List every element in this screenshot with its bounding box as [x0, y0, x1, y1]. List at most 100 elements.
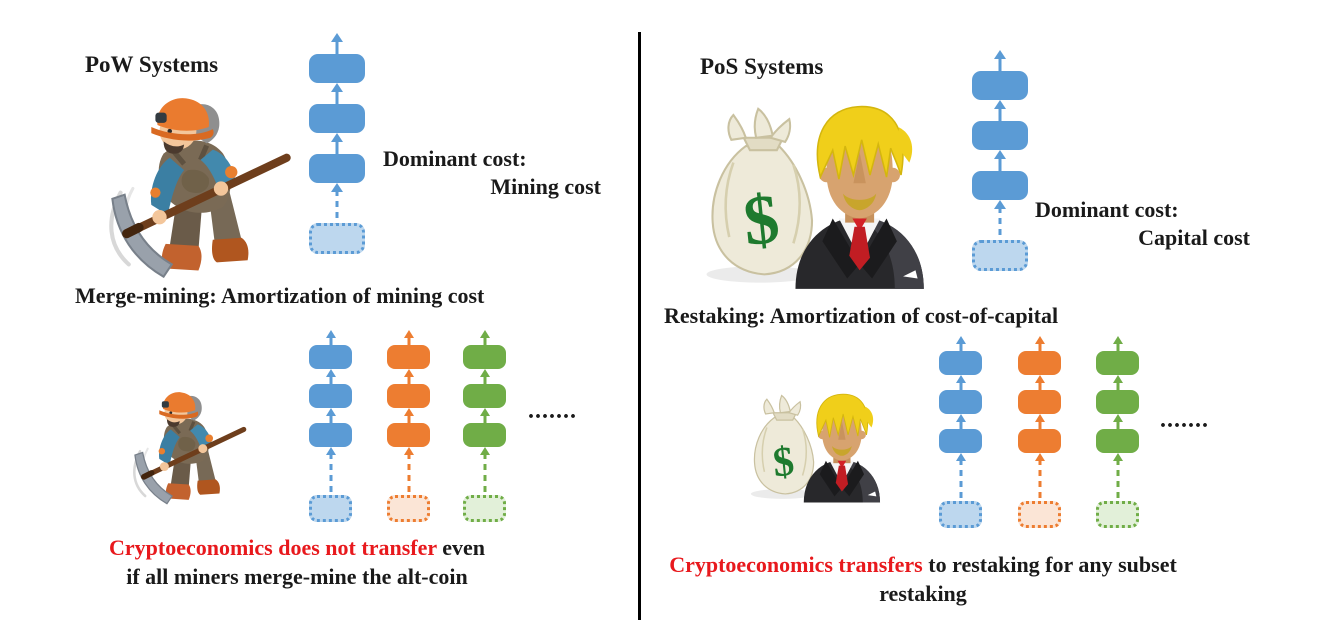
arrowhead: [403, 408, 414, 416]
up-arrow: [1033, 414, 1047, 430]
up-arrow: [1033, 375, 1047, 391]
block: [972, 121, 1028, 150]
pos-main-blockchain: [972, 50, 1028, 271]
up-arrow: [478, 408, 492, 424]
arrow-shaft: [1116, 381, 1119, 391]
up-arrow: [478, 369, 492, 385]
pending-block: [1018, 501, 1061, 528]
arrow-shaft: [407, 336, 410, 346]
arrow-shaft: [1116, 459, 1119, 502]
block: [309, 54, 365, 83]
pos-restaked-chain-blue: [939, 336, 982, 528]
arrow-shaft: [329, 414, 332, 424]
pos-more-chains-ellipsis: .......: [1160, 407, 1209, 433]
arrow-shaft: [483, 453, 486, 496]
pending-block: [1096, 501, 1139, 528]
arrow-shaft: [483, 375, 486, 385]
arrowhead: [479, 447, 490, 455]
block: [309, 104, 365, 133]
arrowhead: [1034, 414, 1045, 422]
up-arrow: [1111, 375, 1125, 391]
arrowhead: [325, 408, 336, 416]
up-arrow: [1111, 336, 1125, 352]
dominant-cost-line1: Dominant cost:: [1035, 197, 1179, 222]
block: [309, 384, 352, 408]
block: [1096, 390, 1139, 414]
dominant-cost-line1: Dominant cost:: [383, 146, 527, 171]
arrowhead: [994, 150, 1006, 159]
arrow-shaft: [335, 190, 339, 224]
arrow-shaft: [335, 90, 339, 105]
up-arrow: [1111, 414, 1125, 430]
arrow-shaft: [407, 453, 410, 496]
arrow-shaft: [335, 140, 339, 155]
block: [939, 429, 982, 453]
block: [1018, 351, 1061, 375]
arrow-shaft: [407, 414, 410, 424]
dominant-cost-line2: Capital cost: [1138, 224, 1250, 250]
pending-block: [309, 223, 365, 254]
up-arrow: [1033, 336, 1047, 352]
up-arrow: [992, 150, 1008, 172]
arrowhead: [994, 100, 1006, 109]
arrowhead: [1034, 453, 1045, 461]
arrow-shaft: [1038, 342, 1041, 352]
arrowhead: [955, 375, 966, 383]
up-arrow: [402, 369, 416, 385]
pos-caption-black-suffix: to restaking for any subset: [922, 552, 1177, 577]
up-arrow: [324, 408, 338, 424]
up-arrow: [954, 336, 968, 352]
arrowhead: [479, 369, 490, 377]
miner-illustration: [98, 90, 303, 285]
pow-altchain-blue: [309, 330, 352, 522]
pos-restaked-chain-orange: [1018, 336, 1061, 528]
arrow-shaft: [998, 57, 1002, 72]
pow-caption: Cryptoeconomics does not transfer even i…: [32, 534, 562, 591]
arrowhead: [1112, 336, 1123, 344]
arrowhead: [403, 330, 414, 338]
block: [939, 351, 982, 375]
block: [387, 345, 430, 369]
arrowhead: [1112, 453, 1123, 461]
arrowhead: [331, 183, 343, 192]
arrow-shaft: [329, 453, 332, 496]
up-arrow: [329, 133, 345, 155]
arrowhead: [325, 369, 336, 377]
restaking-heading: Restaking: Amortization of cost-of-capit…: [664, 303, 1059, 328]
arrow-shaft: [1038, 420, 1041, 430]
arrow-shaft: [959, 459, 962, 502]
arrowhead: [403, 447, 414, 455]
block: [1096, 351, 1139, 375]
arrow-shaft: [329, 375, 332, 385]
arrow-shaft: [998, 207, 1002, 241]
arrowhead: [1034, 336, 1045, 344]
pow-caption-red-text: Cryptoeconomics does not transfer: [109, 535, 437, 560]
pow-altchain-orange: [387, 330, 430, 522]
block: [387, 423, 430, 447]
pow-caption-line2: if all miners merge-mine the alt-coin: [126, 563, 468, 589]
arrowhead: [479, 408, 490, 416]
up-arrow-dashed: [992, 200, 1008, 241]
block: [972, 171, 1028, 200]
arrowhead: [479, 330, 490, 338]
up-arrow-dashed: [402, 447, 416, 496]
arrow-shaft: [483, 336, 486, 346]
up-arrow: [329, 33, 345, 55]
block: [463, 345, 506, 369]
arrowhead: [331, 83, 343, 92]
up-arrow: [402, 408, 416, 424]
arrowhead: [1034, 375, 1045, 383]
pending-block: [939, 501, 982, 528]
arrowhead: [994, 50, 1006, 59]
investor-money-bag-illustration-small: [742, 382, 884, 505]
arrowhead: [331, 33, 343, 42]
merge-mining-heading: Merge-mining: Amortization of mining cos…: [75, 283, 485, 308]
block: [309, 345, 352, 369]
arrowhead: [955, 414, 966, 422]
pow-altchain-green: [463, 330, 506, 522]
arrowhead: [955, 453, 966, 461]
arrow-shaft: [959, 420, 962, 430]
arrow-shaft: [959, 342, 962, 352]
up-arrow: [478, 330, 492, 346]
